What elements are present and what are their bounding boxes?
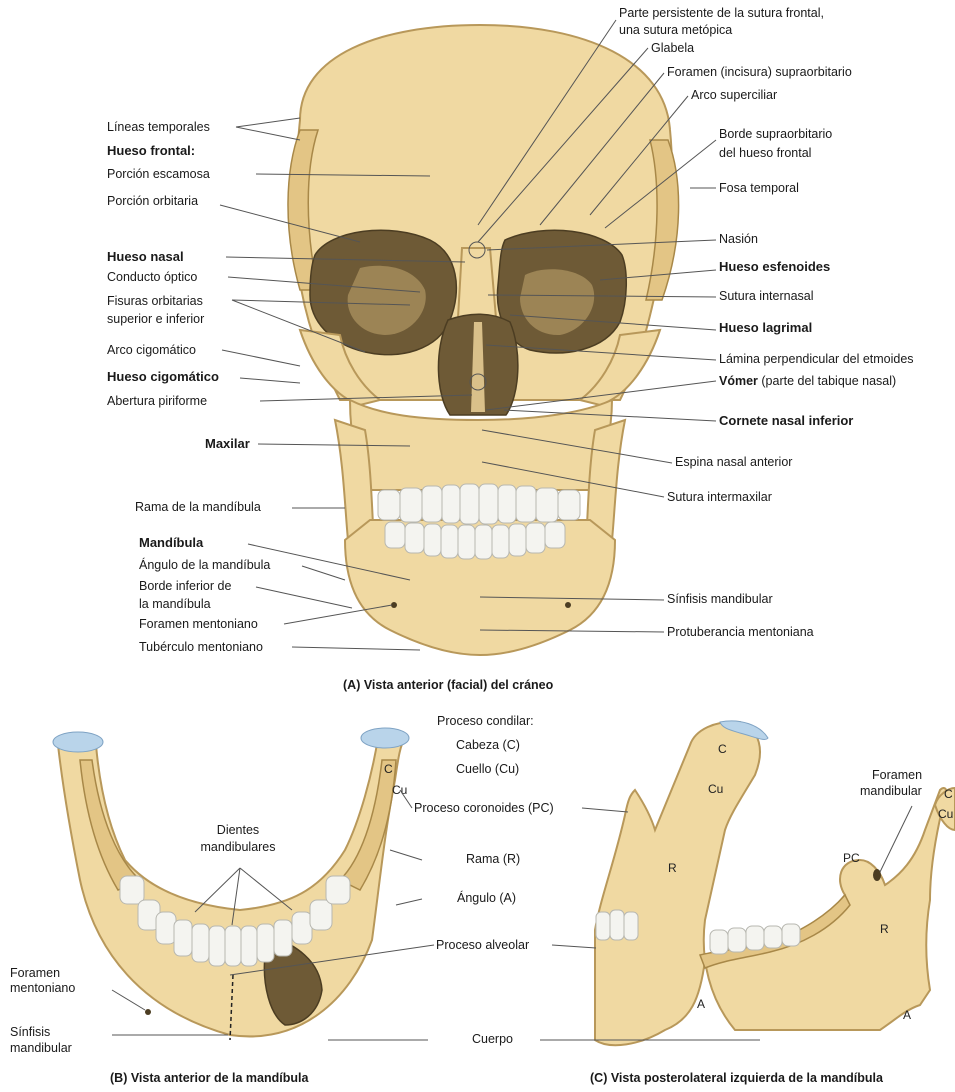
label-dientes-2: mandibulares [188, 840, 288, 855]
label-porcion-escamosa: Porción escamosa [107, 167, 210, 182]
skull-anterior-view [288, 25, 679, 655]
label-sutura-intermaxilar: Sutura intermaxilar [667, 490, 772, 505]
label-proceso-coronoides: Proceso coronoides (PC) [414, 801, 554, 816]
mark-c2-c: C [944, 787, 953, 801]
mark-pc-c: PC [843, 851, 860, 865]
label-cuerpo: Cuerpo [472, 1032, 513, 1047]
label-borde-supraorbitario-1: Borde supraorbitario [719, 127, 832, 142]
mark-a-c: A [697, 997, 705, 1011]
label-glabela: Glabela [651, 41, 694, 56]
label-sutura-internasal: Sutura internasal [719, 289, 814, 304]
label-foramen-supraorbitario: Foramen (incisura) supraorbitario [667, 65, 852, 80]
mark-a2-c: A [903, 1008, 911, 1022]
label-nasion: Nasión [719, 232, 758, 247]
mark-r2-c: R [880, 922, 889, 936]
label-parte-persistente-1: Parte persistente de la sutura frontal, [619, 6, 824, 21]
label-rama-mandibula: Rama de la mandíbula [135, 500, 261, 515]
label-borde-supraorbitario-2: del hueso frontal [719, 146, 811, 161]
label-foramen-mentoniano: Foramen mentoniano [139, 617, 258, 632]
caption-c: (C) Vista posterolateral izquierda de la… [590, 1071, 883, 1085]
label-abertura-piriforme: Abertura piriforme [107, 394, 207, 409]
label-hueso-lagrimal: Hueso lagrimal [719, 320, 812, 335]
label-borde-inferior-2: la mandíbula [139, 597, 211, 612]
mark-cu2-c: Cu [938, 807, 953, 821]
mandible-anterior-view: C Cu [53, 728, 409, 1040]
label-tuberculo-mentoniano: Tubérculo mentoniano [139, 640, 263, 655]
label-angulo: Ángulo (A) [457, 891, 516, 906]
label-dientes-1: Dientes [188, 823, 288, 838]
label-parte-persistente-2: una sutura metópica [619, 23, 732, 38]
mark-c-c: C [718, 742, 727, 756]
mark-r-c: R [668, 861, 677, 875]
label-protuberancia-mentoniana: Protuberancia mentoniana [667, 625, 814, 640]
label-arco-superciliar: Arco superciliar [691, 88, 777, 103]
label-foramen-mentoniano-b-1: Foramen [10, 966, 60, 981]
label-lineas-temporales: Líneas temporales [107, 120, 210, 135]
mark-c-b: C [384, 762, 393, 776]
label-hueso-esfenoides: Hueso esfenoides [719, 259, 830, 274]
label-vomer-note: (parte del tabique nasal) [758, 374, 896, 388]
label-hueso-cigomatico: Hueso cigomático [107, 369, 219, 384]
label-borde-inferior-1: Borde inferior de [139, 579, 231, 594]
mark-cu-c: Cu [708, 782, 723, 796]
label-arco-cigomatico: Arco cigomático [107, 343, 196, 358]
label-foramen-mandibular-1: Foramen [872, 768, 922, 783]
label-foramen-mandibular-2: mandibular [860, 784, 922, 799]
label-mandibula: Mandíbula [139, 535, 203, 550]
label-cornete-nasal: Cornete nasal inferior [719, 413, 853, 428]
upper-teeth [378, 484, 580, 524]
label-hueso-nasal: Hueso nasal [107, 249, 184, 264]
label-angulo-mandibula: Ángulo de la mandíbula [139, 558, 270, 573]
label-proceso-alveolar: Proceso alveolar [436, 938, 529, 953]
label-rama: Rama (R) [466, 852, 520, 867]
label-vomer: Vómer [719, 374, 758, 388]
label-maxilar: Maxilar [205, 436, 250, 451]
label-porcion-orbitaria: Porción orbitaria [107, 194, 198, 209]
label-vomer-row: Vómer (parte del tabique nasal) [719, 374, 896, 389]
label-lamina-perpendicular: Lámina perpendicular del etmoides [719, 352, 914, 367]
label-fisuras-orbitarias: Fisuras orbitarias [107, 294, 203, 309]
label-conducto-optico: Conducto óptico [107, 270, 197, 285]
label-superior-inferior: superior e inferior [107, 312, 204, 327]
label-hueso-frontal: Hueso frontal: [107, 143, 195, 158]
label-sinfisis-mandibular: Sínfisis mandibular [667, 592, 773, 607]
caption-a: (A) Vista anterior (facial) del cráneo [343, 678, 553, 692]
label-sinfisis-b-1: Sínfisis [10, 1025, 50, 1040]
label-sinfisis-b-2: mandibular [10, 1041, 72, 1056]
caption-b: (B) Vista anterior de la mandíbula [110, 1071, 308, 1085]
label-foramen-mentoniano-b-2: mentoniano [10, 981, 75, 996]
label-cuello: Cuello (Cu) [456, 762, 519, 777]
label-proceso-condilar: Proceso condilar: [437, 714, 534, 729]
mark-cu-b: Cu [392, 783, 407, 797]
label-cabeza: Cabeza (C) [456, 738, 520, 753]
label-fosa-temporal: Fosa temporal [719, 181, 799, 196]
label-espina-nasal: Espina nasal anterior [675, 455, 792, 470]
